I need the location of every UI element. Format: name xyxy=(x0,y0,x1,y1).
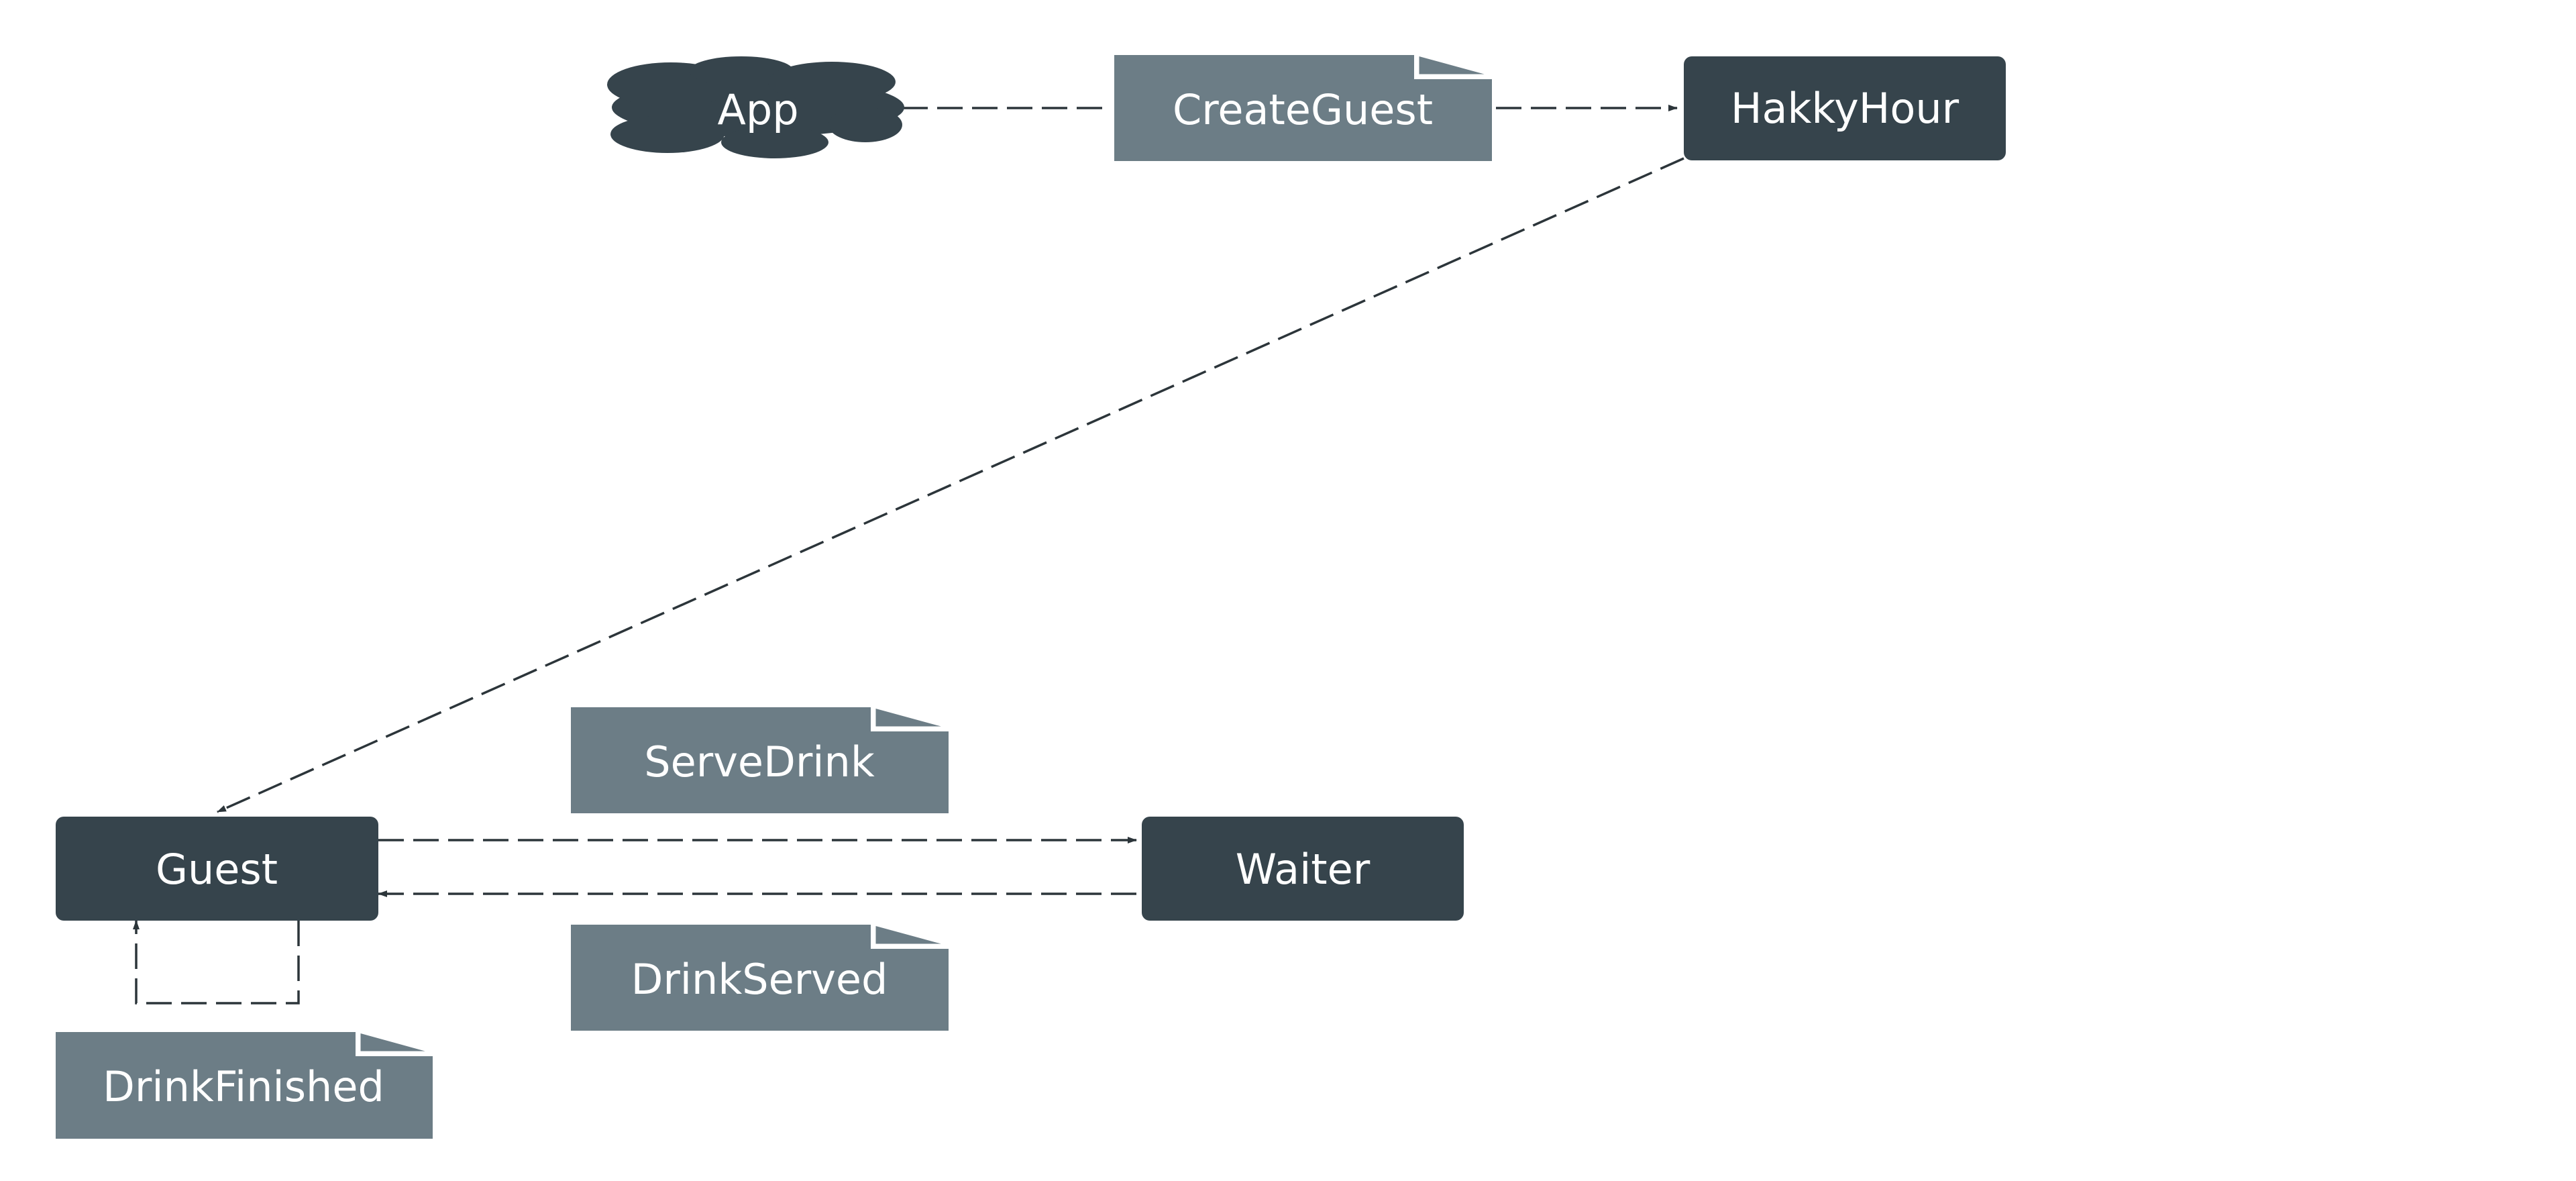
node-label: App xyxy=(717,85,798,134)
message-label: DrinkFinished xyxy=(103,1062,384,1111)
node-waiter: Waiter xyxy=(1142,817,1464,921)
node-label: Guest xyxy=(156,845,278,894)
node-box xyxy=(1684,56,2006,160)
node-label: Waiter xyxy=(1236,845,1371,894)
message-drink-served: DrinkServed xyxy=(571,923,949,1031)
node-box xyxy=(56,817,378,921)
note-fold xyxy=(873,923,949,946)
message-create-guest: CreateGuest xyxy=(1114,54,1493,161)
message-serve-drink: ServeDrink xyxy=(571,706,949,813)
node-guest: Guest xyxy=(56,817,378,921)
edge-guest-self-loop xyxy=(133,920,300,1005)
message-label: CreateGuest xyxy=(1173,85,1433,134)
edges xyxy=(133,105,1684,1005)
cloud-shape xyxy=(607,56,904,158)
message-drink-finished: DrinkFinished xyxy=(56,1031,433,1139)
node-box xyxy=(1142,817,1464,921)
note-shape xyxy=(571,925,949,1031)
node-app: App xyxy=(607,56,904,158)
message-label: ServeDrink xyxy=(644,737,875,786)
note-fold xyxy=(358,1031,433,1054)
node-hakky-hour: HakkyHour xyxy=(1684,56,2006,160)
message-label: DrinkServed xyxy=(631,955,888,1004)
note-fold xyxy=(1417,54,1493,76)
edge-hakky-hour-to-guest xyxy=(217,157,1684,813)
note-shape xyxy=(1114,55,1492,161)
note-fold xyxy=(873,706,949,729)
note-shape xyxy=(56,1032,433,1139)
node-label: HakkyHour xyxy=(1731,84,1960,133)
note-shape xyxy=(571,707,949,813)
